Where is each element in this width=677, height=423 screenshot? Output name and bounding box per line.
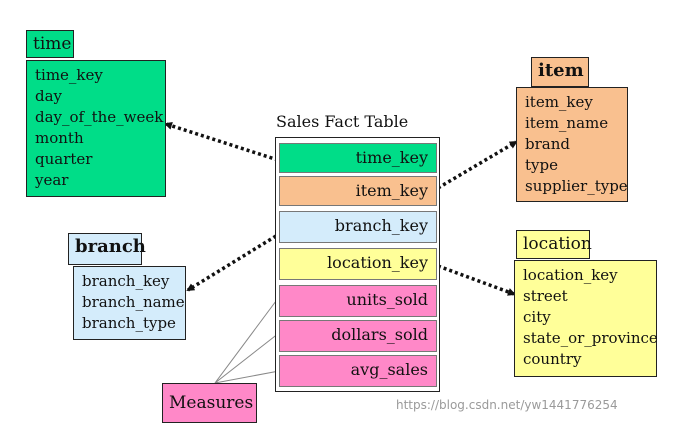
field: location_key [523, 266, 618, 284]
field: supplier_type [525, 177, 628, 195]
field: country [523, 350, 582, 368]
measures-line-dollars [214, 332, 280, 384]
measures-label: Measures [162, 383, 257, 423]
field: city [523, 308, 551, 326]
item-dimension-fields: item_key item_name brand type supplier_t… [516, 87, 628, 202]
field: day [35, 87, 63, 105]
fact-table-title: Sales Fact Table [276, 112, 409, 131]
item-key-arrow [437, 140, 518, 190]
fact-cell-item-key: item_key [279, 176, 437, 206]
location-dimension-fields: location_key street city state_or_provin… [514, 260, 658, 377]
field: year [35, 171, 69, 189]
branch-dimension-fields: branch_key branch_name branch_type [73, 266, 186, 340]
fact-cell-units-sold: units_sold [279, 285, 437, 317]
field: branch_key [82, 272, 170, 290]
fact-cell-location-key: location_key [279, 248, 437, 280]
fact-cell-branch-key: branch_key [279, 211, 437, 243]
field: type [525, 156, 558, 174]
field: state_or_province [523, 329, 658, 347]
location-key-arrow [437, 264, 516, 296]
time-dimension-fields: time_key day day_of_the_week month quart… [26, 60, 166, 197]
time-key-arrow [164, 122, 279, 162]
field: street [523, 287, 568, 305]
branch-key-arrow [186, 234, 277, 292]
field: branch_type [82, 314, 176, 332]
field: item_key [525, 93, 593, 111]
field: item_name [525, 114, 609, 132]
fact-cell-avg-sales: avg_sales [279, 355, 437, 387]
time-dimension-title: time [26, 30, 74, 58]
field: brand [525, 135, 570, 153]
field: time_key [35, 66, 103, 84]
field: day_of_the_week [35, 108, 164, 126]
watermark: https://blog.csdn.net/yw1441776254 [396, 398, 618, 412]
field: quarter [35, 150, 93, 168]
fact-cell-dollars-sold: dollars_sold [279, 320, 437, 352]
item-dimension-title: item [531, 57, 589, 87]
branch-dimension-title: branch [68, 233, 146, 265]
location-dimension-title: location [516, 230, 592, 259]
field: branch_name [82, 293, 185, 311]
fact-cell-time-key: time_key [279, 143, 437, 173]
measures-line-units [214, 296, 280, 384]
field: month [35, 129, 84, 147]
measures-line-avg [214, 370, 280, 384]
